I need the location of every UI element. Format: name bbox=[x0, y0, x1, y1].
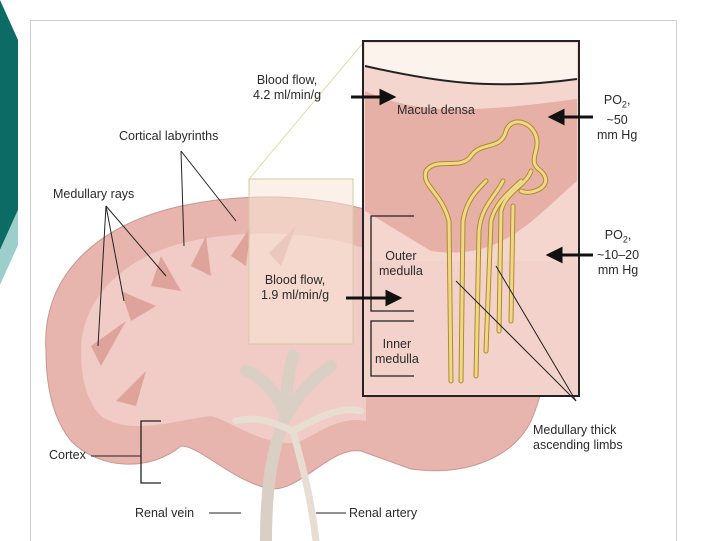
label-renal-artery: Renal artery bbox=[349, 506, 418, 520]
label-cortex: Cortex bbox=[49, 448, 86, 462]
label-outer-medulla: Outer medulla bbox=[379, 249, 423, 278]
label-medullary-thick-ascending-limbs: Medullary thick ascending limbs bbox=[533, 423, 623, 452]
label-inner-medulla: Inner medulla bbox=[375, 337, 419, 366]
label-po2-medulla: PO2, ~10–20 mm Hg bbox=[597, 228, 640, 277]
label-renal-vein: Renal vein bbox=[135, 506, 195, 520]
diagram-artwork bbox=[45, 40, 593, 541]
label-blood-flow-cortex: Blood flow, 4.2 ml/min/g bbox=[253, 73, 322, 102]
label-po2-cortex: PO2, ~50 mm Hg bbox=[597, 93, 638, 142]
flow-arrows bbox=[346, 88, 593, 307]
label-blood-flow-medulla: Blood flow, 1.9 ml/min/g bbox=[261, 273, 330, 302]
label-medullary-rays: Medullary rays bbox=[53, 187, 135, 201]
label-macula-densa: Macula densa bbox=[397, 103, 475, 117]
medulla-brackets bbox=[140, 215, 414, 484]
slide-decoration bbox=[0, 0, 18, 285]
leader-lines bbox=[91, 150, 577, 514]
zoom-source-box bbox=[248, 178, 354, 345]
label-cortical-labyrinths: Cortical labyrinths bbox=[119, 129, 219, 143]
medullary-pyramids bbox=[91, 226, 296, 406]
kidney-diagram: Blood flow, 4.2 ml/min/g Macula densa PO… bbox=[30, 20, 677, 541]
